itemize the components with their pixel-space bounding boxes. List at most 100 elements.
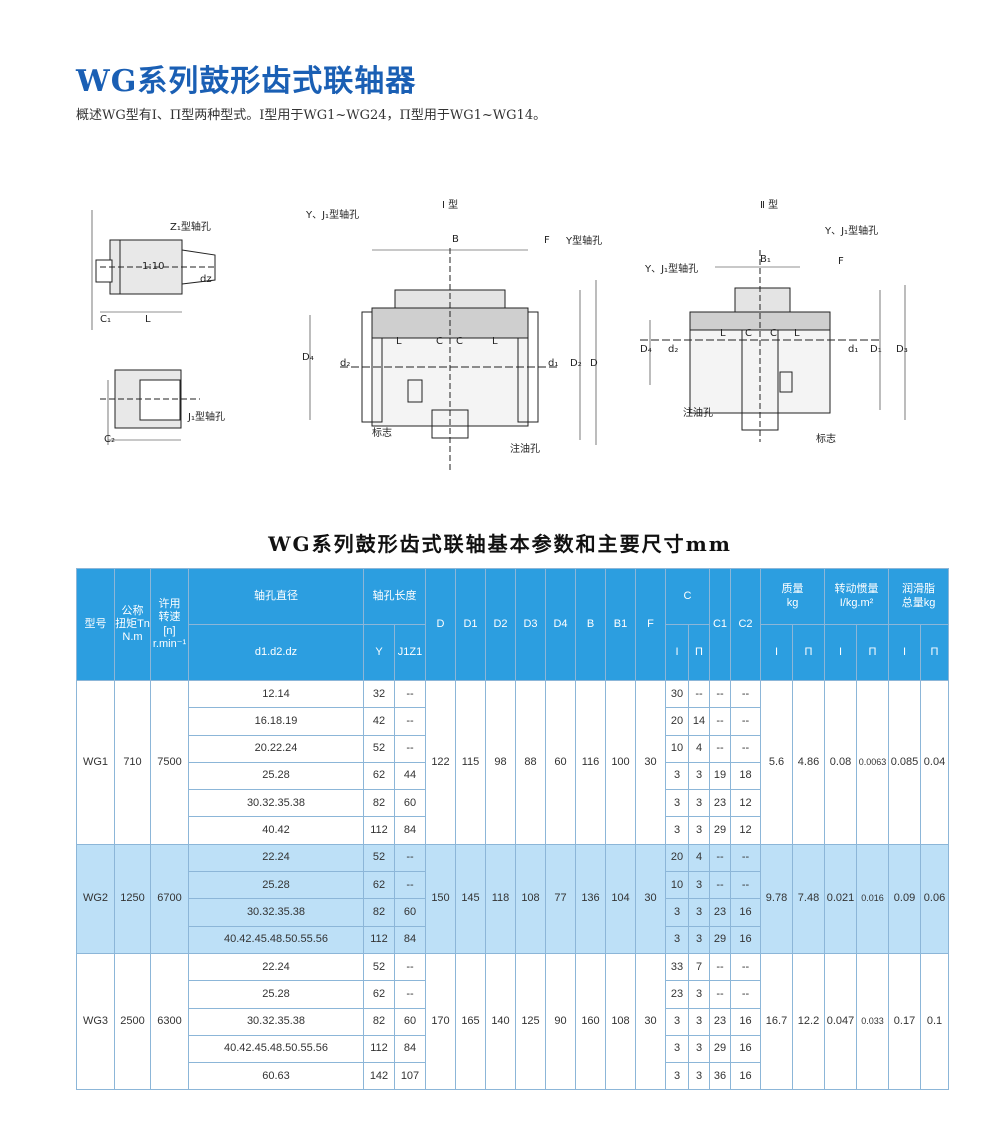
cell-c1: -- (709, 980, 732, 1009)
cell-c-i: 3 (665, 898, 689, 927)
svg-text:C: C (436, 336, 443, 347)
cell-y: 52 (363, 843, 395, 873)
svg-text:d₁: d₁ (548, 358, 558, 369)
col-grease-ii: Π (920, 624, 950, 681)
cell-c2: -- (730, 980, 762, 1009)
cell-c-i: 33 (665, 952, 689, 982)
cell-c2: -- (730, 707, 762, 736)
svg-text:d₁: d₁ (848, 344, 858, 355)
cell-c-ii: 14 (687, 707, 711, 736)
cell-c1: -- (709, 679, 732, 709)
cell-grease-i: 0.09 (888, 843, 922, 954)
svg-text:C: C (456, 336, 463, 347)
svg-text:Z₁型轴孔: Z₁型轴孔 (170, 220, 211, 233)
cell-b1: 104 (605, 843, 636, 954)
type2-coupling (640, 250, 906, 442)
cell-c2: 16 (730, 1062, 762, 1091)
svg-text:D₁: D₁ (870, 344, 882, 355)
cell-c1: 23 (709, 789, 732, 818)
cell-c-ii: 3 (687, 1062, 711, 1091)
cell-c2: -- (730, 952, 762, 982)
cell-bore-diameter: 12.14 (188, 679, 364, 709)
type1-coupling (309, 248, 597, 470)
col-D4: D4 (545, 568, 576, 681)
svg-text:D₄: D₄ (640, 344, 652, 355)
cell-bore-diameter: 60.63 (188, 1062, 364, 1091)
cell-c2: 16 (730, 925, 762, 954)
col-D2: D2 (485, 568, 516, 681)
cell-c2: -- (730, 843, 762, 873)
cell-d2: 118 (485, 843, 516, 954)
cell-c-i: 3 (665, 1007, 689, 1036)
cell-grease-ii: 0.04 (920, 680, 950, 845)
cell-f: 30 (635, 680, 666, 845)
cell-mass-i: 9.78 (760, 843, 794, 954)
table-title: WG系列鼓形齿式联轴基本参数和主要尺寸mm (268, 532, 732, 556)
cell-d4: 60 (545, 680, 576, 845)
cell-j1z1: 60 (394, 898, 426, 927)
cell-bore-diameter: 22.24 (188, 843, 364, 873)
cell-f: 30 (635, 952, 666, 1091)
cell-inertia-ii: 0.016 (856, 843, 890, 954)
j1-hub-sketch (100, 369, 200, 445)
cell-c-ii: 3 (687, 871, 711, 900)
cell-y: 82 (363, 789, 395, 818)
cell-mass-ii: 4.86 (792, 680, 826, 845)
cell-j1z1: -- (394, 871, 426, 900)
svg-text:F: F (838, 256, 844, 267)
col-grease-i: I (888, 624, 922, 681)
cell-c1: -- (709, 707, 732, 736)
svg-text:L: L (720, 328, 726, 339)
cell-speed: 7500 (150, 680, 189, 845)
col-bore-length: 轴孔长度 (363, 568, 426, 625)
cell-j1z1: 84 (394, 816, 426, 845)
cell-c2: 12 (730, 789, 762, 818)
cell-model: WG3 (76, 952, 115, 1091)
col-D1: D1 (455, 568, 486, 681)
svg-text:L: L (145, 314, 151, 325)
cell-grease-i: 0.085 (888, 680, 922, 845)
svg-text:D₃: D₃ (896, 344, 908, 355)
svg-text:D₂: D₂ (570, 358, 582, 369)
cell-y: 112 (363, 1034, 395, 1064)
cell-d: 150 (425, 843, 456, 954)
svg-text:L: L (492, 336, 498, 347)
svg-text:B: B (452, 234, 459, 245)
svg-text:1:10: 1:10 (142, 261, 164, 272)
cell-y: 142 (363, 1062, 395, 1091)
cell-bore-diameter: 30.32.35.38 (188, 898, 364, 927)
cell-inertia-ii: 0.033 (856, 952, 890, 1091)
col-speed: 许用转速[n]r.min⁻¹ (150, 568, 189, 681)
cell-y: 82 (363, 1007, 395, 1036)
cell-j1z1: -- (394, 734, 426, 763)
cell-j1z1: 60 (394, 1007, 426, 1036)
cell-y: 52 (363, 952, 395, 982)
svg-text:d₂: d₂ (340, 358, 350, 369)
cell-bore-diameter: 25.28 (188, 980, 364, 1009)
cell-c-ii: -- (687, 679, 711, 709)
cell-c1: -- (709, 843, 732, 873)
svg-text:d₂: d₂ (668, 344, 678, 355)
cell-c2: 16 (730, 1034, 762, 1064)
z1-hub-sketch (91, 210, 216, 330)
col-inertia-i: I (824, 624, 858, 681)
cell-y: 82 (363, 898, 395, 927)
cell-inertia-ii: 0.0063 (856, 680, 890, 845)
cell-c1: -- (709, 952, 732, 982)
cell-grease-ii: 0.1 (920, 952, 950, 1091)
cell-c-i: 23 (665, 980, 689, 1009)
cell-c1: 23 (709, 1007, 732, 1036)
cell-c1: 23 (709, 898, 732, 927)
cell-y: 112 (363, 816, 395, 845)
